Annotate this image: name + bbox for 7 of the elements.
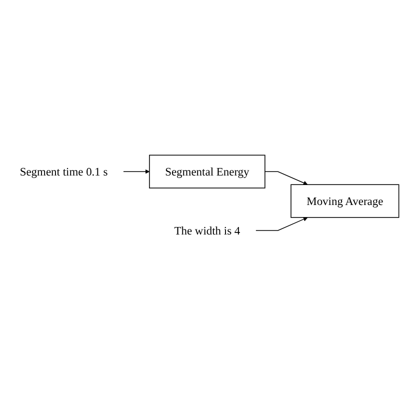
node-box: Segmental Energy bbox=[149, 155, 266, 189]
node-text: The width is 4 bbox=[174, 224, 240, 238]
arrow bbox=[255, 217, 308, 232]
arrow bbox=[123, 170, 150, 174]
node-box: Moving Average bbox=[290, 184, 400, 218]
node-text: Segment time 0.1 s bbox=[20, 166, 108, 179]
arrow bbox=[264, 172, 308, 186]
